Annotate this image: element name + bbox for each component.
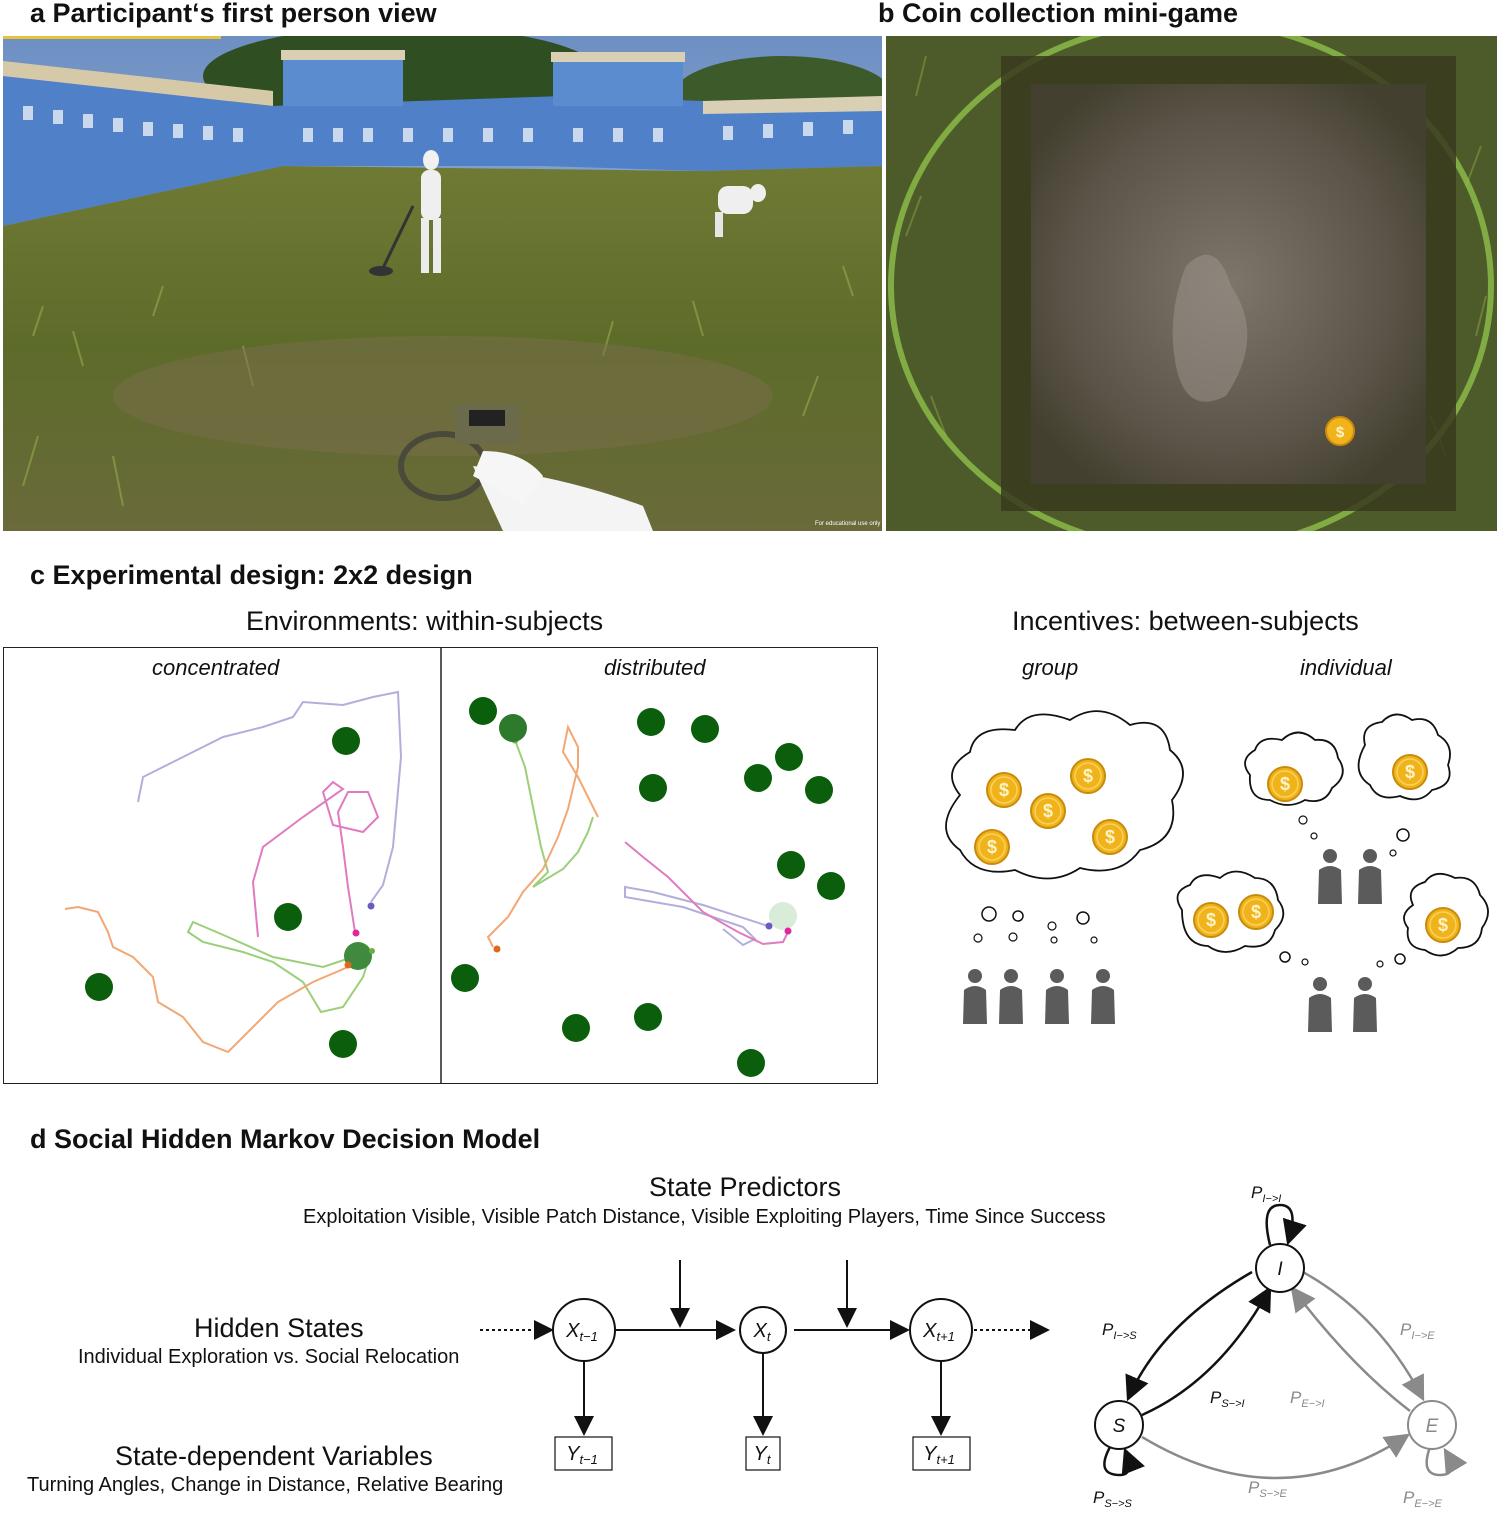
coin-minigame-image: $ [886,36,1497,531]
patch [273,902,302,931]
markov-chain: I S E PI−>I PI−>S PI−>E PS−>I PE−>I PS−>… [1080,1175,1500,1512]
distributed-trail-orange [486,723,599,947]
coin-symbol: $ [1251,902,1261,922]
p-ee-label: PE−>E [1403,1488,1443,1510]
svg-text:Xt: Xt [753,1320,772,1344]
coin-symbol: $ [1206,910,1216,930]
patch [636,707,665,736]
state-i-node [1255,1243,1305,1293]
patch [561,1013,590,1042]
concentrated-trail-orange [64,905,348,1053]
coin-symbol: $ [1105,827,1115,847]
incentives-illustration: $ $ $ $ $ $ $ $ $ $ [920,700,1500,1040]
individual-people [1308,849,1382,1032]
p-se-label: PS−>E [1248,1478,1288,1500]
svg-text:Yt+1: Yt+1 [923,1443,955,1467]
distributed-trail-purple [623,885,768,946]
state-e-node [1407,1400,1457,1450]
panel-c-title: c Experimental design: 2x2 design [30,560,473,590]
hidden-states-desc: Individual Exploration vs. Social Reloca… [78,1346,460,1368]
patch [84,972,113,1001]
patch [690,714,719,743]
concentrated-trail-green [186,920,372,1013]
node-x-prev [552,1298,616,1362]
patch [736,1048,765,1077]
svg-text:Xt−1: Xt−1 [565,1320,598,1344]
node-y-prev [554,1436,613,1471]
p-ii-label: PI−>I [1251,1183,1281,1205]
patch [468,696,497,725]
p-ie-label: PI−>E [1400,1320,1435,1342]
concentrated-trail-pink [251,780,379,937]
state-s-node [1094,1400,1144,1450]
patch [331,726,360,755]
group-label: group [1022,655,1079,680]
distributed-trail-green [513,739,594,888]
patch [776,850,805,879]
coin-symbol: $ [999,780,1009,800]
coin-symbol: $ [1043,801,1053,821]
incentives-title: Incentives: between-subjects [1012,606,1359,636]
svg-text:Yt: Yt [754,1443,772,1467]
p-ss-label: PS−>S [1093,1488,1133,1510]
patch [633,1002,662,1031]
patch [498,713,527,742]
group-people [963,969,1115,1024]
panel-b-title: b Coin collection mini-game [878,0,1239,28]
coin-symbol: $ [1405,762,1415,782]
svg-text:I: I [1277,1259,1283,1280]
panel-d-title: d Social Hidden Markov Decision Model [30,1124,541,1154]
node-y-next [912,1436,971,1471]
patch [804,775,833,804]
p-si-label: PS−>I [1210,1388,1245,1410]
node-x-next [909,1298,973,1362]
concentrated-trail-purple [136,690,402,903]
coin-symbol: $ [1438,915,1448,935]
coin-symbol: $ [1280,774,1290,794]
patch [816,871,845,900]
distributed-trail-pink [623,840,789,945]
patch [450,963,479,992]
patch [328,1029,357,1058]
sdv-title: State-dependent Variables [115,1441,433,1471]
environments-title: Environments: within-subjects [246,606,604,636]
svg-text:S: S [1113,1416,1126,1437]
hmm-graph: Xt−1 Xt Xt+1 Yt−1 Yt Yt+1 [470,1250,1090,1510]
svg-text:Yt−1: Yt−1 [566,1443,598,1467]
state-predictors-title: State Predictors [648,1172,842,1202]
patch [774,742,803,771]
concentrated-label: concentrated [152,655,280,680]
patch [638,773,667,802]
state-predictors-list: Exploitation Visible, Visible Patch Dist… [303,1206,1106,1228]
hidden-states-title: Hidden States [194,1313,364,1343]
minigame-coin-icon: $ [1336,424,1345,441]
distributed-label: distributed [604,655,706,680]
individual-label: individual [1300,655,1392,680]
p-ei-label: PE−>I [1290,1388,1325,1410]
panel-a-title: a Participant‘s first person view [30,0,437,28]
svg-text:Xt+1: Xt+1 [922,1320,955,1344]
coin-symbol: $ [1083,766,1093,786]
environments-figure [3,646,878,1084]
coin-symbol: $ [987,837,997,857]
p-is-label: PI−>S [1102,1320,1137,1342]
node-x-t [739,1306,787,1354]
watermark: For educational use only [815,521,880,527]
first-person-view-image: For educational use only [3,36,882,531]
node-y-t [745,1436,781,1471]
patch [743,763,772,792]
svg-text:E: E [1426,1416,1439,1437]
sdv-desc: Turning Angles, Change in Distance, Rela… [27,1474,504,1496]
